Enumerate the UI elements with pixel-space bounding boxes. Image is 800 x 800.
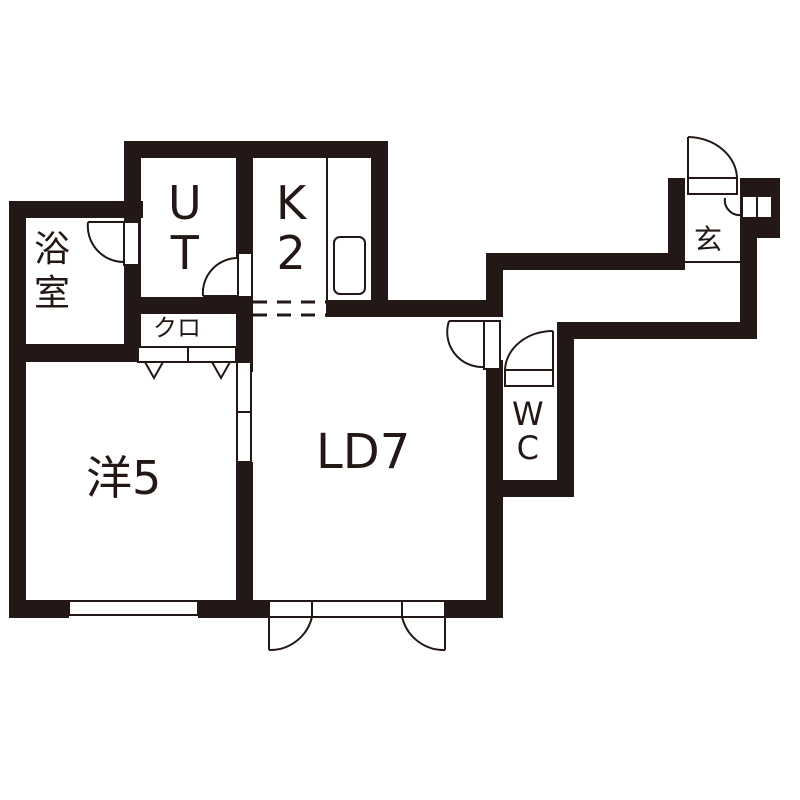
toilet-label-char1: W [512, 395, 544, 433]
kitchen-counter [326, 158, 366, 300]
western-room-window [68, 600, 199, 616]
western-room-label: 洋5 [86, 451, 162, 505]
ld-hall-door[interactable] [446, 320, 501, 370]
ld-balcony-door[interactable] [268, 600, 446, 652]
sliding-door-western-ld[interactable] [236, 361, 252, 463]
bath-label-char1: 浴 [34, 229, 71, 270]
kitchen-label: K 2 [276, 180, 306, 276]
kitchen-label-char2: 2 [276, 226, 306, 280]
kitchen-opening [253, 300, 327, 317]
entrance [685, 136, 773, 263]
closet [137, 314, 237, 381]
toilet-label-char2: C [516, 429, 539, 467]
entrance-label: 玄 [694, 223, 723, 256]
utility-label: U T [168, 180, 202, 276]
kitchen-label-char1: K [276, 176, 307, 230]
toilet-label: W C [512, 398, 544, 464]
bath-label-char2: 室 [34, 273, 71, 314]
toilet-door[interactable] [504, 330, 554, 387]
utility-label-char2: T [170, 226, 199, 280]
sink-icon [333, 236, 366, 295]
utility-label-char1: U [168, 176, 202, 230]
bath-label: 浴 室 [34, 232, 70, 312]
bath-door[interactable] [86, 221, 140, 266]
living-dining-label: LD7 [316, 424, 411, 480]
closet-label: クロ [153, 314, 201, 342]
utility-door[interactable] [201, 252, 253, 298]
walls [9, 141, 780, 618]
